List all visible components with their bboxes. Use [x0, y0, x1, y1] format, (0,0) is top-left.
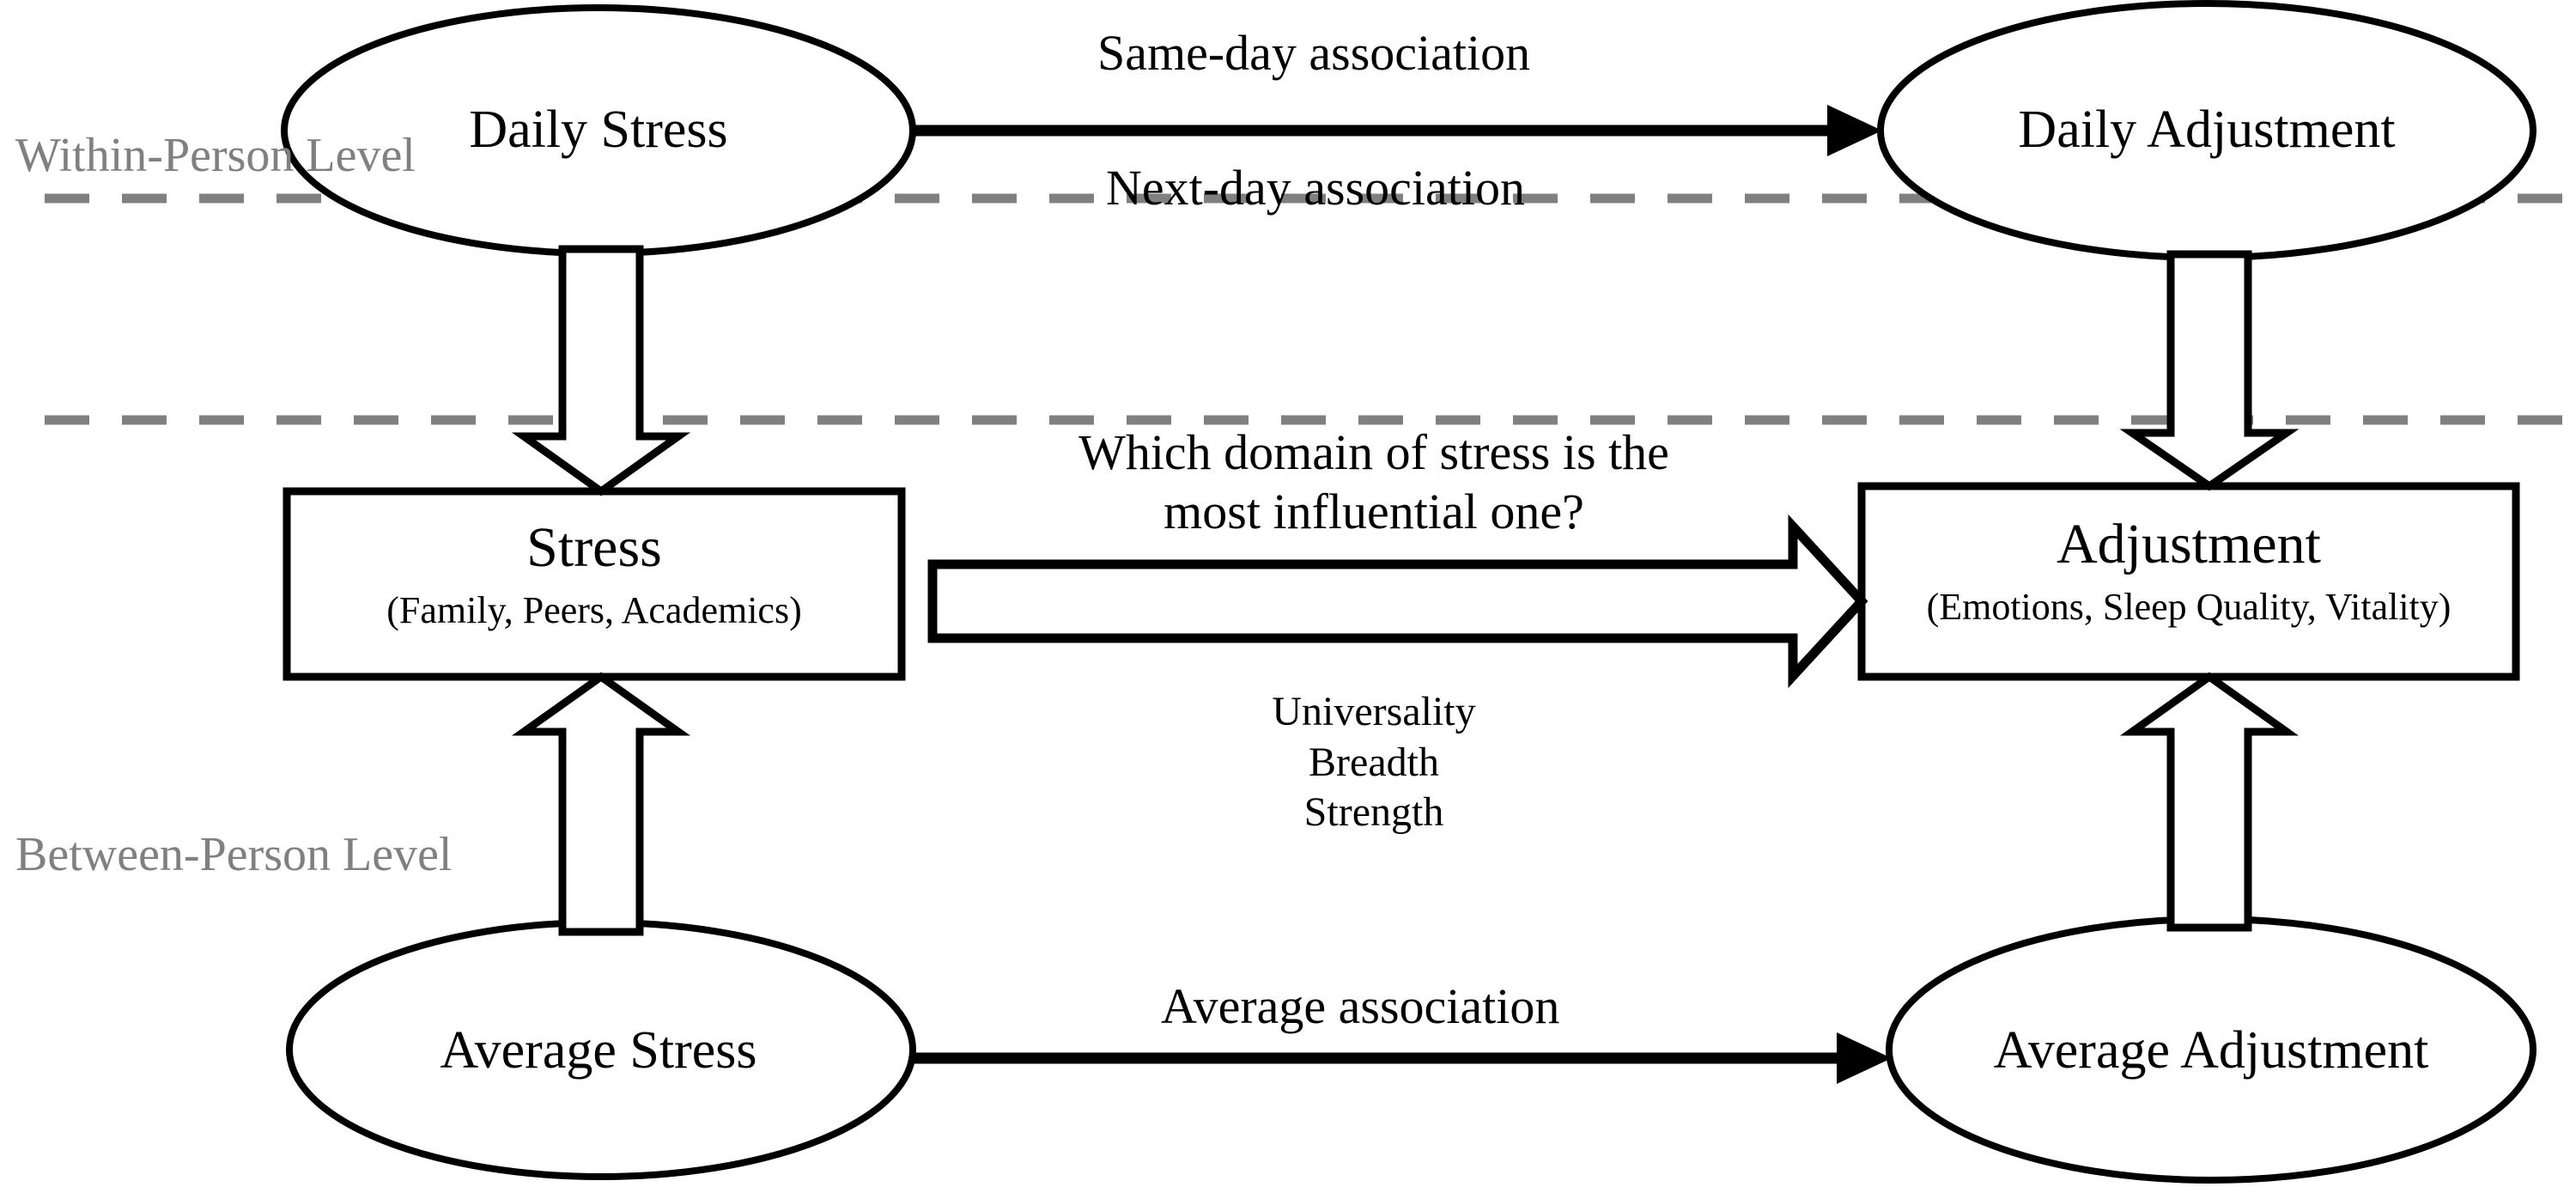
arrow-daily-stress-to-daily-adjustment: [912, 105, 1882, 156]
arrow-average-stress-to-average-adjustment: [912, 1032, 1892, 1084]
center-criteria-strength: Strength: [1303, 789, 1444, 836]
center-question-line-2: most influential one?: [1163, 484, 1584, 539]
center-criteria-universality: Universality: [1272, 689, 1476, 734]
hollow-arrow-daily-stress-to-stress: [511, 245, 691, 496]
center-criteria-breadth: Breadth: [1309, 739, 1439, 785]
hollow-arrow-average-adjustment-to-adjustment: [2119, 672, 2300, 932]
edge-label-same-day-association: Same-day association: [1097, 25, 1531, 81]
level-label-within-person: Within-Person Level: [15, 129, 416, 182]
node-daily-adjustment-shape[interactable]: [1877, 0, 2537, 261]
level-label-between-person: Between-Person Level: [15, 828, 453, 881]
hollow-arrow-daily-adjustment-to-adjustment: [2119, 250, 2300, 491]
edge-label-next-day-association: Next-day association: [1106, 160, 1526, 216]
center-criteria-list: Universality Breadth Strength: [945, 687, 1803, 838]
node-average-stress-shape[interactable]: [286, 919, 916, 1180]
hollow-arrow-average-stress-to-stress: [511, 672, 691, 936]
node-average-adjustment-shape[interactable]: [1886, 916, 2537, 1184]
center-question-line-1: Which domain of stress is the: [1078, 424, 1669, 480]
edge-label-average-association: Average association: [1161, 978, 1560, 1034]
node-stress-shape[interactable]: [283, 487, 906, 681]
node-adjustment-shape[interactable]: [1857, 482, 2520, 681]
hollow-block-arrow-stress-to-adjustment: [927, 514, 1868, 689]
